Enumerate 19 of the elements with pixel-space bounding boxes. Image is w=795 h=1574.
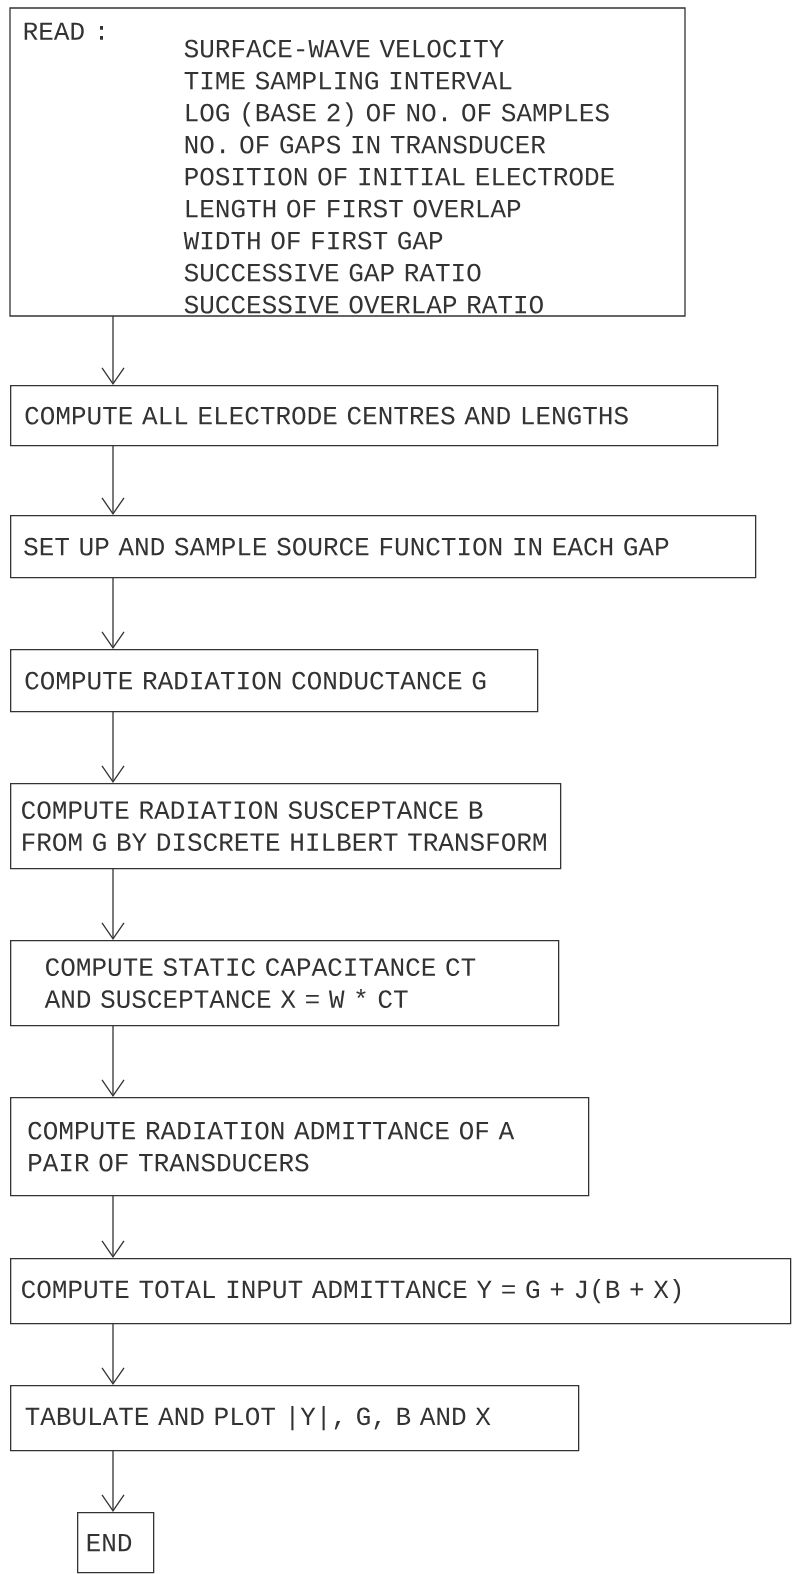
process-box: COMPUTE ALL ELECTRODE CENTRES AND LENGTHS <box>10 385 719 447</box>
process-box: READ : SURFACE-WAVE VELOCITY TIME SAMPLING INTERVAL LOG (BASE 2) OF NO. OF SAMPLES NO. OF GAPS IN TRANSDUCER POSITION OF INITIAL ELECTRODE LENGTH OF FIRST OVERLAP WIDTH OF FIRST GAP SUCCESSIVE GAP RATIO SUCCESSIVE OVERLAP RATIO <box>9 7 686 317</box>
process-box: TABULATE AND PLOT |Y|, G, B AND X <box>10 1385 580 1452</box>
arrow <box>101 1194 125 1258</box>
process-box: COMPUTE TOTAL INPUT ADMITTANCE Y = G + J(B + X) <box>10 1258 792 1325</box>
end-box: END <box>77 1512 155 1574</box>
process-box: COMPUTE STATIC CAPACITANCE CT AND SUSCEPTANCE X = W * CT <box>10 940 560 1027</box>
arrow <box>101 867 125 940</box>
process-box: SET UP AND SAMPLE SOURCE FUNCTION IN EACH GAP <box>10 515 757 579</box>
arrow <box>101 710 125 783</box>
arrow <box>101 1449 125 1512</box>
arrow <box>101 315 125 385</box>
process-box: COMPUTE RADIATION ADMITTANCE OF A PAIR OF TRANSDUCERS <box>10 1097 590 1197</box>
process-box: COMPUTE RADIATION SUSCEPTANCE B FROM G BY DISCRETE HILBERT TRANSFORM <box>10 783 562 870</box>
arrow <box>101 576 125 649</box>
arrow <box>101 1024 125 1097</box>
process-box: COMPUTE RADIATION CONDUCTANCE G <box>10 649 539 713</box>
arrow <box>101 1322 125 1385</box>
arrow <box>101 444 125 515</box>
